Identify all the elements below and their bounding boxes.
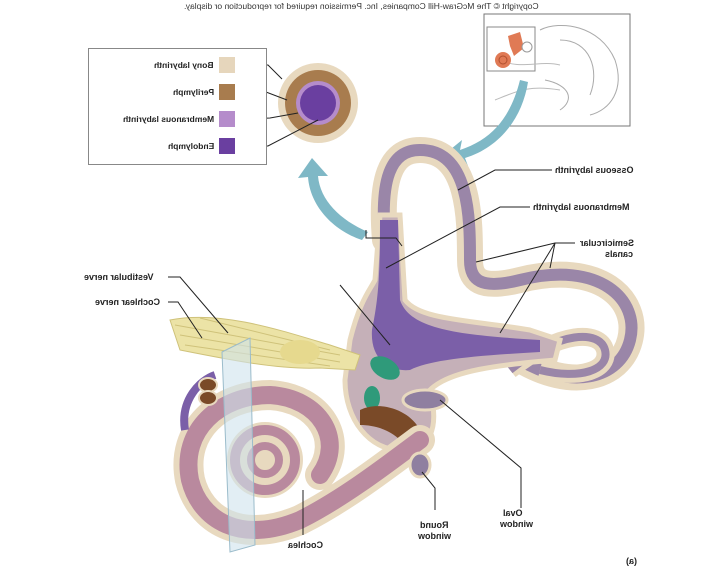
legend-label: Membranous labyrinth — [122, 114, 214, 124]
panel-label: (a) — [626, 556, 637, 566]
legend-swatch-endolymph — [219, 138, 235, 154]
cochlea — [173, 371, 435, 545]
legend-label: Bony labyrinth — [154, 60, 214, 70]
label-oval-window-1: Oval — [503, 508, 523, 518]
label-round-window-1: Round — [420, 520, 449, 530]
label-cochlear-nerve: Cochlear nerve — [95, 297, 161, 307]
legend: Bony labyrinth Perilymph Membranous laby… — [88, 48, 267, 165]
legend-label: Perilymph — [172, 87, 214, 97]
legend-swatch-perilymph — [219, 84, 235, 100]
cross-section — [278, 63, 358, 143]
vestibulocochlear-nerve — [169, 316, 361, 371]
label-cochlea: Cochlea — [288, 540, 324, 550]
legend-swatch-bony — [219, 57, 235, 73]
legend-item: Perilymph — [173, 83, 214, 101]
vestibule — [342, 212, 563, 453]
label-osseous-labyrinth: Osseous labyrinth — [555, 165, 634, 175]
legend-label: Endolymph — [167, 141, 214, 151]
label-round-window-2: window — [418, 531, 451, 541]
legend-swatch-membranous — [219, 111, 235, 127]
legend-item: Endolymph — [168, 137, 214, 155]
label-leaders — [168, 169, 575, 535]
label-semicircular-canals-1: Semicircular — [580, 238, 635, 248]
legend-item: Bony labyrinth — [154, 56, 214, 74]
section-plane — [221, 337, 256, 553]
ear-inset — [483, 13, 631, 127]
arrow-to-cross-section — [298, 158, 368, 240]
label-semicircular-canals-2: canals — [605, 249, 634, 259]
legend-item: Membranous labyrinth — [123, 110, 214, 128]
label-oval-window-2: window — [500, 519, 533, 529]
label-membranous-labyrinth: Membranous labyrinth — [533, 202, 630, 212]
label-vestibular-nerve: Vestibular nerve — [84, 272, 154, 282]
